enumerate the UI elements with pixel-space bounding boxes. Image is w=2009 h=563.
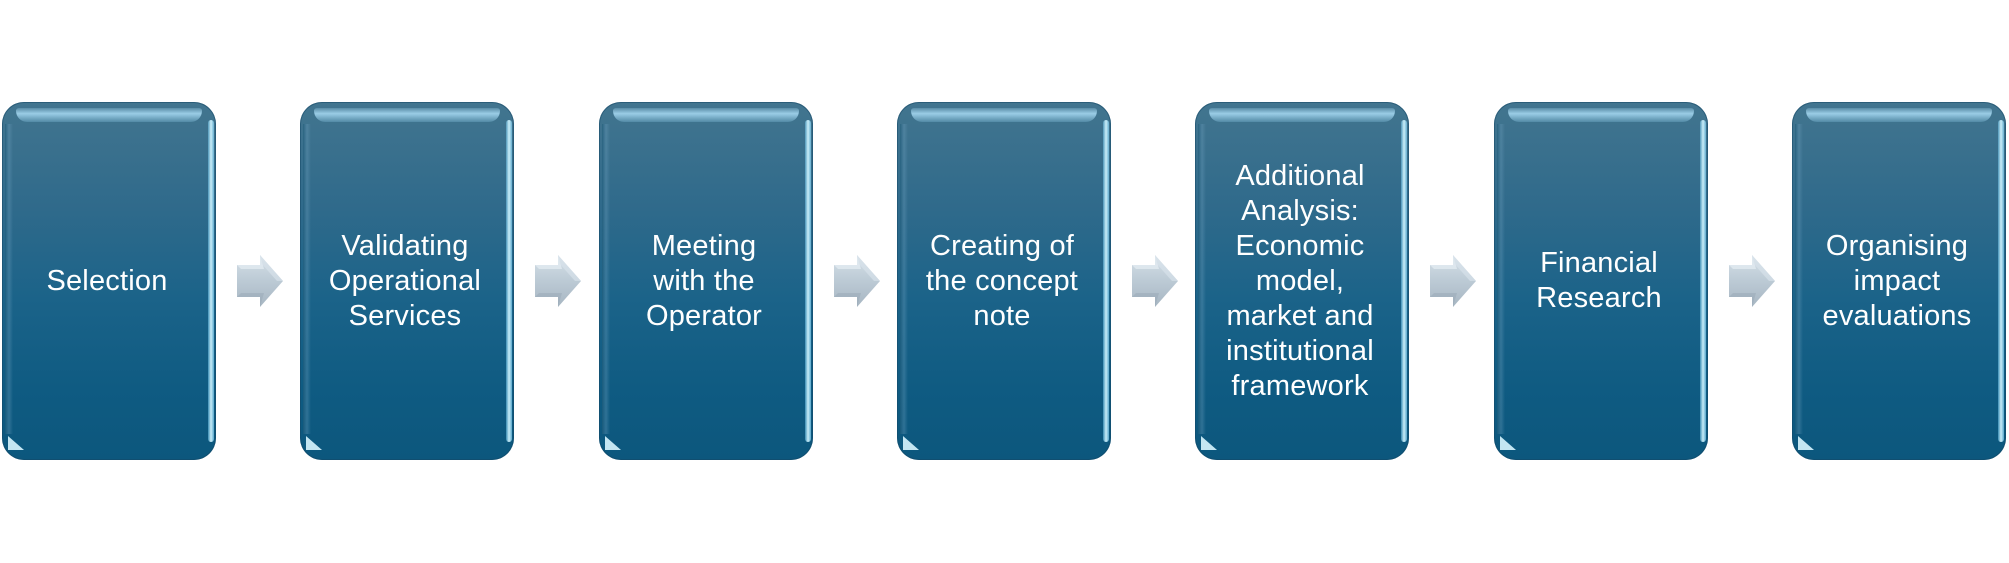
box-bevel — [1998, 120, 2004, 442]
right-arrow-icon — [535, 255, 582, 307]
box-bevel — [208, 120, 214, 442]
box-highlight — [1508, 108, 1694, 122]
process-step: Creating of the concept note — [897, 102, 1111, 460]
process-step: Financial Research — [1494, 102, 1708, 460]
corner-glint-icon — [1798, 436, 1814, 450]
box-shade — [303, 124, 311, 434]
right-arrow-icon — [237, 255, 284, 307]
step-label: Validating Operational Services — [328, 229, 482, 332]
corner-glint-icon — [306, 436, 322, 450]
box-bevel — [1401, 120, 1407, 442]
box-bevel — [805, 120, 811, 442]
box-bevel — [506, 120, 512, 442]
box-highlight — [1806, 108, 1992, 122]
box-shade — [1198, 124, 1206, 434]
box-shade — [5, 124, 13, 434]
box-bevel — [1700, 120, 1706, 442]
right-arrow-icon — [1430, 255, 1477, 307]
corner-glint-icon — [903, 436, 919, 450]
box-highlight — [1209, 108, 1395, 122]
box-highlight — [911, 108, 1097, 122]
process-step: Meeting with the Operator — [599, 102, 813, 460]
box-bevel — [1103, 120, 1109, 442]
box-shade — [900, 124, 908, 434]
step-label: Financial Research — [1536, 247, 1662, 314]
process-step: Organising impact evaluations — [1792, 102, 2006, 460]
box-highlight — [314, 108, 500, 122]
right-arrow-icon — [1132, 255, 1179, 307]
step-label: Meeting with the Operator — [645, 229, 763, 332]
step-label: Organising impact evaluations — [1822, 229, 1972, 332]
process-step: Validating Operational Services — [300, 102, 514, 460]
corner-glint-icon — [605, 436, 621, 450]
step-label: Additional Analysis: Economic model, mar… — [1226, 159, 1374, 402]
box-highlight — [16, 108, 202, 122]
process-step: Additional Analysis: Economic model, mar… — [1195, 102, 1409, 460]
right-arrow-icon — [1729, 255, 1776, 307]
box-shade — [602, 124, 610, 434]
right-arrow-icon — [834, 255, 881, 307]
box-highlight — [613, 108, 799, 122]
box-shade — [1795, 124, 1803, 434]
corner-glint-icon — [1500, 436, 1516, 450]
process-step: Selection — [2, 102, 216, 460]
corner-glint-icon — [1201, 436, 1217, 450]
step-label: Selection — [46, 264, 168, 297]
corner-glint-icon — [8, 436, 24, 450]
step-label: Creating of the concept note — [925, 229, 1079, 332]
box-shade — [1497, 124, 1505, 434]
